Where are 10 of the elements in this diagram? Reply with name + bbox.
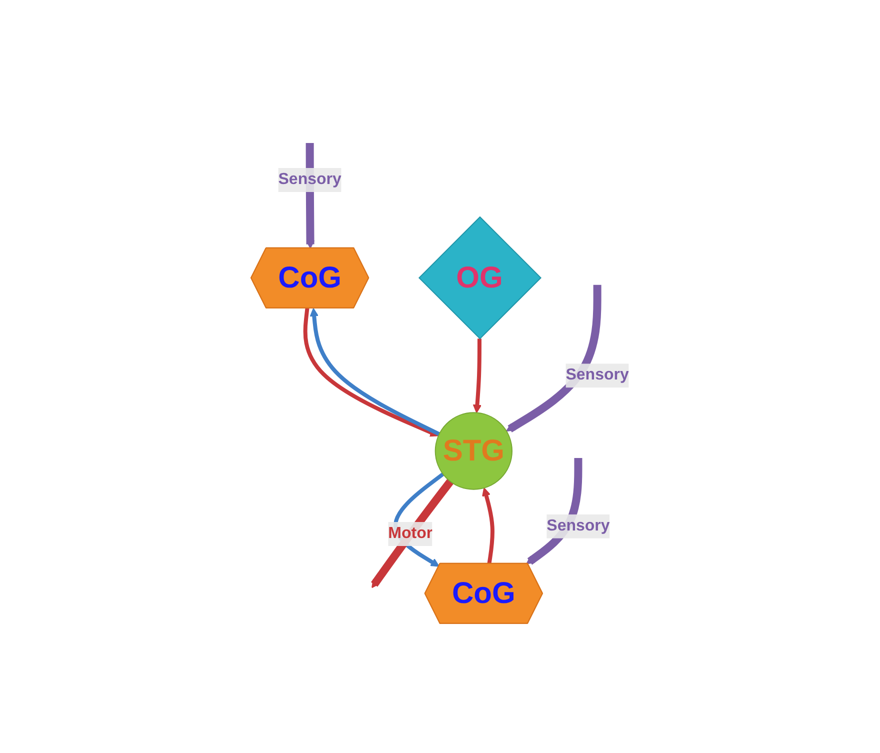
node-diamond: OG	[418, 216, 542, 340]
arrow	[482, 488, 495, 564]
edge-label: Sensory	[566, 367, 629, 384]
edge-label: Sensory	[546, 518, 610, 535]
arrow	[506, 285, 602, 433]
node-circle: STG	[434, 412, 513, 490]
arrow	[371, 479, 454, 588]
edge-label: Sensory	[278, 171, 342, 188]
edge-label: Motor	[388, 525, 433, 542]
arrow	[472, 339, 482, 414]
